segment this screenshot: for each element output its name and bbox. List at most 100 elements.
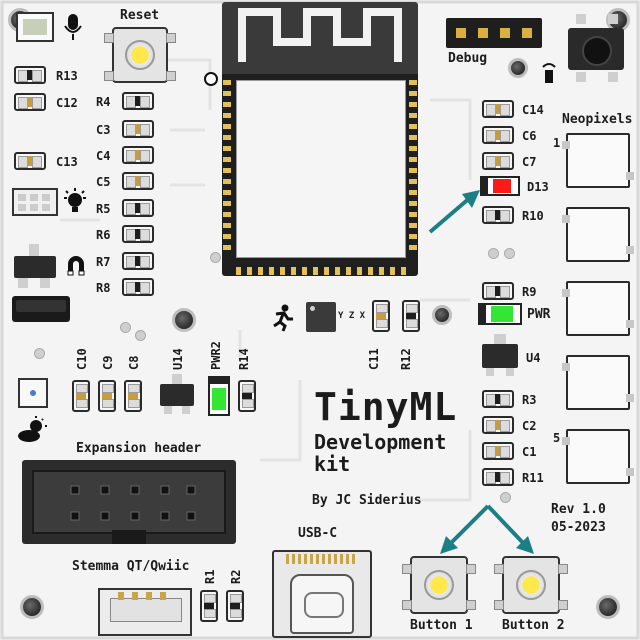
debug-header[interactable] [446, 18, 542, 48]
stemma-connector[interactable] [98, 588, 192, 636]
arrows-to-buttons [440, 504, 534, 554]
board-subtitle-line2: kit [314, 452, 351, 476]
antenna-trace [238, 8, 402, 62]
via [34, 348, 45, 359]
board-title: TinyML [314, 385, 458, 429]
capacitor-c2 [482, 416, 514, 434]
usbc-connector[interactable] [272, 550, 372, 638]
capacitor-c6 [482, 126, 514, 144]
neopixel-5 [562, 429, 634, 484]
regulator-u14 [160, 384, 194, 406]
neopixel-1 [562, 133, 634, 188]
button-1-label: Button 1 [410, 618, 473, 633]
neopixels-label: Neopixels [562, 112, 633, 127]
label-c11: C11 [367, 348, 381, 370]
capacitor-c4 [122, 146, 154, 164]
label-c1: C1 [522, 445, 537, 459]
microphone-icon [64, 14, 82, 40]
boot-switch[interactable] [568, 28, 624, 70]
resistor-r3 [482, 390, 514, 408]
label-r7: R7 [96, 255, 111, 269]
led-pwr2 [208, 376, 230, 416]
label-c6: C6 [522, 129, 537, 143]
capacitor-c13 [14, 152, 46, 170]
mounting-hole [20, 595, 44, 619]
regulator-u4 [482, 344, 518, 368]
led-d13 [480, 176, 520, 196]
label-c9: C9 [101, 355, 115, 370]
label-c13: C13 [56, 155, 78, 169]
resistor-r5 [122, 199, 154, 217]
led-pwr [478, 303, 522, 325]
label-r12: R12 [399, 348, 413, 370]
capacitor-c3 [122, 120, 154, 138]
mounting-hole [596, 595, 620, 619]
pin1-marker [204, 72, 218, 86]
led-pwr-indicator [491, 306, 513, 322]
expansion-header[interactable] [22, 460, 236, 544]
capacitor-c5 [122, 172, 154, 190]
mounting-hole [508, 58, 528, 78]
resistor-r11 [482, 468, 514, 486]
label-r9: R9 [522, 285, 537, 299]
revision-label: Rev 1.0 [551, 502, 606, 517]
label-c7: C7 [522, 155, 537, 169]
via [500, 492, 511, 503]
sensor-pin [40, 278, 50, 288]
sensor-pin [18, 278, 28, 288]
magnet-icon [67, 256, 85, 276]
label-r4: R4 [96, 95, 111, 109]
button-2[interactable] [494, 556, 568, 614]
microcontroller-module [222, 2, 418, 276]
module-pads [223, 80, 417, 275]
environmental-sensor [18, 378, 48, 408]
neopixel-2 [562, 207, 634, 262]
label-r11: R11 [522, 471, 544, 485]
capacitor-c11 [372, 300, 390, 332]
label-u14: U14 [171, 348, 185, 370]
capacitor-c9 [98, 380, 116, 412]
label-r8: R8 [96, 281, 111, 295]
capacitor-c1 [482, 442, 514, 460]
label-c4: C4 [96, 149, 111, 163]
reset-button-cap[interactable] [125, 40, 155, 70]
light-sensor-module [12, 188, 58, 216]
reset-button[interactable] [104, 27, 176, 83]
label-r14: R14 [237, 348, 251, 370]
via [210, 252, 221, 263]
label-c2: C2 [522, 419, 537, 433]
resistor-r8 [122, 278, 154, 296]
label-r6: R6 [96, 228, 111, 242]
expansion-header-label: Expansion header [76, 441, 202, 456]
capacitor-c10 [72, 380, 90, 412]
capacitor-c14 [482, 100, 514, 118]
reset-label: Reset [120, 8, 160, 23]
stemma-label: Stemma QT/Qwiic [72, 559, 190, 574]
button-2-cap[interactable] [516, 570, 546, 600]
label-c3: C3 [96, 123, 111, 137]
via [135, 330, 146, 341]
label-c5: C5 [96, 175, 111, 189]
label-c12: C12 [56, 96, 78, 110]
mounting-hole [172, 308, 196, 332]
ir-sensor-module [12, 296, 70, 322]
label-r3: R3 [522, 393, 537, 407]
label-c10: C10 [75, 348, 89, 370]
via [120, 322, 131, 333]
resistor-r9 [482, 282, 514, 300]
runner-icon [273, 304, 293, 332]
header-pins [70, 485, 196, 521]
label-d13: D13 [527, 180, 549, 194]
button-1-cap[interactable] [424, 570, 454, 600]
capacitor-c8 [124, 380, 142, 412]
button-1[interactable] [402, 556, 476, 614]
label-r13: R13 [56, 69, 78, 83]
label-pwr2: PWR2 [209, 341, 223, 370]
mounting-hole [432, 305, 452, 325]
debug-label: Debug [448, 51, 488, 66]
rf-shield [236, 80, 406, 258]
label-c8: C8 [127, 355, 141, 370]
usbc-label: USB-C [298, 526, 338, 541]
label-r2: R2 [229, 569, 243, 584]
